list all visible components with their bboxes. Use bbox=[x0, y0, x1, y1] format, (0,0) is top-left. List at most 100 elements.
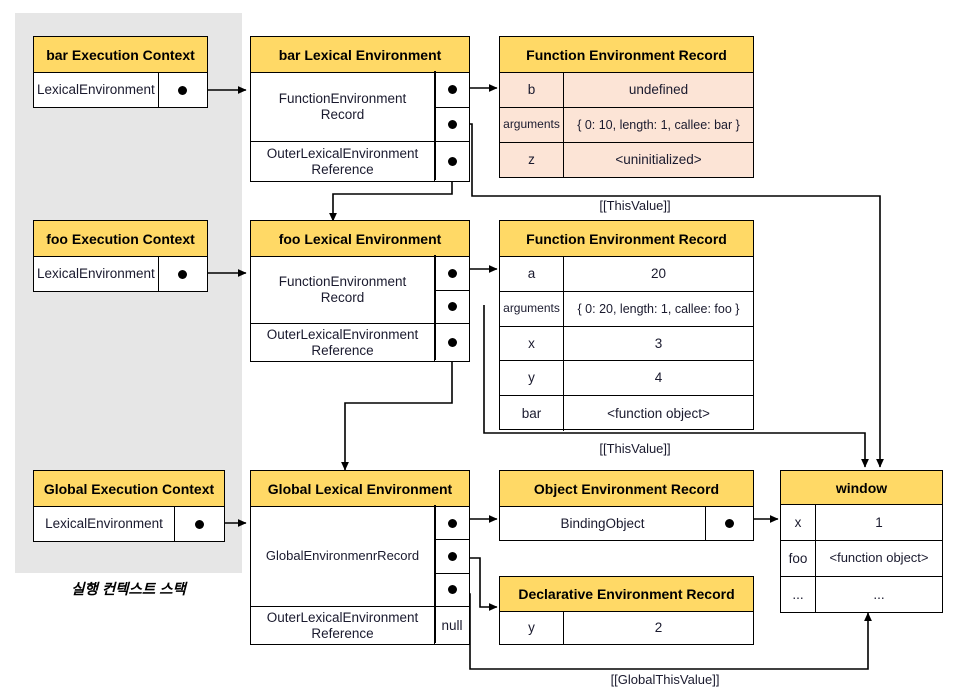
window-value-2: ... bbox=[873, 586, 885, 602]
window-key-1: foo bbox=[781, 541, 816, 576]
foo-le-outer-pointer bbox=[435, 324, 469, 361]
foo-le-outer-label-line1: OuterLexicalEnvironment bbox=[266, 326, 419, 342]
foo-le-record-label-line2: Record bbox=[320, 290, 365, 305]
object-env-binding-object-pointer bbox=[706, 507, 753, 540]
bar-fer-title: Function Environment Record bbox=[500, 37, 753, 73]
foo-le-outer-label-line2: Reference bbox=[311, 342, 374, 358]
bar-le-record-label: FunctionEnvironment Record bbox=[251, 73, 435, 141]
declarative-env-key-0: y bbox=[500, 612, 564, 644]
bar-execution-context-title: bar Execution Context bbox=[34, 37, 207, 73]
window-title: window bbox=[781, 471, 942, 505]
bar-le-record-pointer-2 bbox=[435, 108, 469, 142]
global-ec-lexical-environment-pointer bbox=[175, 507, 224, 541]
foo-function-environment-record-box: Function Environment Record a 20 argumen… bbox=[499, 220, 754, 431]
bar-le-record-pointer-column bbox=[435, 73, 469, 141]
global-le-outer-label-line2: Reference bbox=[311, 625, 374, 641]
foo-fer-key-1: arguments bbox=[500, 292, 564, 326]
pointer-dot bbox=[447, 119, 457, 129]
foo-fer-value-4: <function object> bbox=[607, 405, 710, 421]
bar-fer-value-0: undefined bbox=[564, 73, 753, 107]
bar-execution-context-box: bar Execution Context LexicalEnvironment bbox=[33, 36, 208, 108]
global-lexical-environment-title: Global Lexical Environment bbox=[251, 471, 469, 507]
window-key-2: ... bbox=[781, 577, 816, 612]
foo-fer-title: Function Environment Record bbox=[500, 221, 753, 257]
foo-execution-context-title: foo Execution Context bbox=[34, 221, 207, 257]
window-key-0: x bbox=[781, 505, 816, 540]
foo-le-record-pointer-1 bbox=[435, 257, 469, 291]
bar-ec-lexical-environment-pointer bbox=[159, 73, 207, 107]
bar-le-outer-label: OuterLexicalEnvironment Reference bbox=[251, 142, 435, 181]
foo-fer-key-2: x bbox=[500, 327, 564, 360]
pointer-dot bbox=[178, 269, 188, 279]
bar-le-outer-pointer bbox=[435, 142, 469, 181]
global-le-record-pointer-1 bbox=[435, 507, 469, 541]
declarative-env-value-0: 2 bbox=[654, 620, 663, 636]
foo-le-dotcol-divider bbox=[434, 255, 436, 360]
foo-ec-lexical-environment-pointer bbox=[159, 257, 207, 291]
bar-fer-value-1: { 0: 10, length: 1, callee: bar } bbox=[564, 108, 753, 142]
bar-le-record-label-line1: FunctionEnvironment bbox=[278, 91, 407, 107]
bar-lexical-environment-box: bar Lexical Environment FunctionEnvironm… bbox=[250, 36, 470, 182]
global-this-value-label: [[GlobalThisValue]] bbox=[610, 672, 720, 687]
foo-execution-context-box: foo Execution Context LexicalEnvironment bbox=[33, 220, 208, 292]
object-env-record-title: Object Environment Record bbox=[500, 471, 753, 507]
global-le-dotcol-divider bbox=[434, 505, 436, 643]
execution-context-stack-caption: 실행 컨텍스트 스택 bbox=[71, 582, 186, 598]
global-le-record-label: GlobalEnvironmenrRecord bbox=[251, 507, 435, 606]
foo-fer-key-4: bar bbox=[500, 396, 564, 431]
declarative-environment-record-box: Declarative Environment Record y 2 bbox=[499, 576, 754, 645]
object-environment-record-box: Object Environment Record BindingObject bbox=[499, 470, 754, 541]
global-ec-lexical-environment-label: LexicalEnvironment bbox=[34, 507, 175, 541]
pointer-dot bbox=[447, 338, 457, 347]
bar-le-outer-label-line2: Reference bbox=[311, 161, 374, 177]
bar-le-outer-label-line1: OuterLexicalEnvironment bbox=[266, 145, 419, 161]
bar-fer-key-0: b bbox=[500, 73, 564, 107]
object-env-binding-object-label: BindingObject bbox=[500, 507, 706, 540]
foo-le-record-pointer-column bbox=[435, 257, 469, 323]
foo-le-record-label-line1: FunctionEnvironment bbox=[278, 274, 407, 290]
global-le-outer-label: OuterLexicalEnvironment Reference bbox=[251, 607, 435, 644]
bar-fer-value-2: <uninitialized> bbox=[564, 143, 753, 177]
bar-ec-lexical-environment-label: LexicalEnvironment bbox=[34, 73, 159, 107]
pointer-dot bbox=[725, 519, 734, 528]
foo-fer-key-0: a bbox=[500, 257, 564, 291]
pointer-dot bbox=[447, 551, 457, 561]
pointer-dot bbox=[447, 85, 457, 95]
bar-le-record-pointer-1 bbox=[435, 73, 469, 108]
bar-le-dotcol-divider bbox=[434, 71, 436, 180]
foo-fer-value-2: 3 bbox=[654, 335, 663, 351]
window-value-1: <function object> bbox=[829, 550, 929, 566]
global-le-record-pointer-column bbox=[435, 507, 469, 606]
global-le-record-pointer-3 bbox=[435, 574, 469, 606]
bar-fer-key-2: z bbox=[500, 143, 564, 177]
foo-fer-value-3: 4 bbox=[654, 370, 663, 386]
pointer-dot bbox=[447, 268, 457, 278]
foo-lexical-environment-title: foo Lexical Environment bbox=[251, 221, 469, 257]
global-execution-context-box: Global Execution Context LexicalEnvironm… bbox=[33, 470, 225, 542]
foo-fer-key-3: y bbox=[500, 361, 564, 395]
pointer-dot bbox=[447, 585, 457, 595]
foo-le-record-pointer-2 bbox=[435, 291, 469, 324]
bar-function-environment-record-box: Function Environment Record b undefined … bbox=[499, 36, 754, 178]
foo-ec-lexical-environment-label: LexicalEnvironment bbox=[34, 257, 159, 291]
pointer-dot bbox=[195, 519, 204, 529]
declarative-env-record-title: Declarative Environment Record bbox=[500, 577, 753, 612]
this-value-bar-label: [[ThisValue]] bbox=[599, 198, 671, 213]
global-le-record-pointer-2 bbox=[435, 540, 469, 574]
global-le-outer-label-line1: OuterLexicalEnvironment bbox=[266, 609, 419, 625]
foo-fer-value-1: { 0: 20, length: 1, callee: foo } bbox=[577, 301, 740, 316]
pointer-dot bbox=[447, 518, 457, 528]
window-value-0: 1 bbox=[875, 514, 883, 530]
bar-le-record-label-line2: Record bbox=[320, 107, 365, 122]
foo-lexical-environment-box: foo Lexical Environment FunctionEnvironm… bbox=[250, 220, 470, 362]
foo-le-outer-label: OuterLexicalEnvironment Reference bbox=[251, 324, 435, 361]
pointer-dot bbox=[447, 302, 457, 312]
foo-fer-value-0: 20 bbox=[650, 266, 667, 282]
pointer-dot bbox=[447, 157, 457, 166]
global-le-outer-value: null bbox=[441, 617, 463, 633]
global-execution-context-title: Global Execution Context bbox=[34, 471, 224, 507]
bar-fer-key-1: arguments bbox=[500, 108, 564, 142]
window-object-box: window x 1 foo <function object> ... ... bbox=[780, 470, 943, 613]
pointer-dot bbox=[178, 85, 188, 95]
